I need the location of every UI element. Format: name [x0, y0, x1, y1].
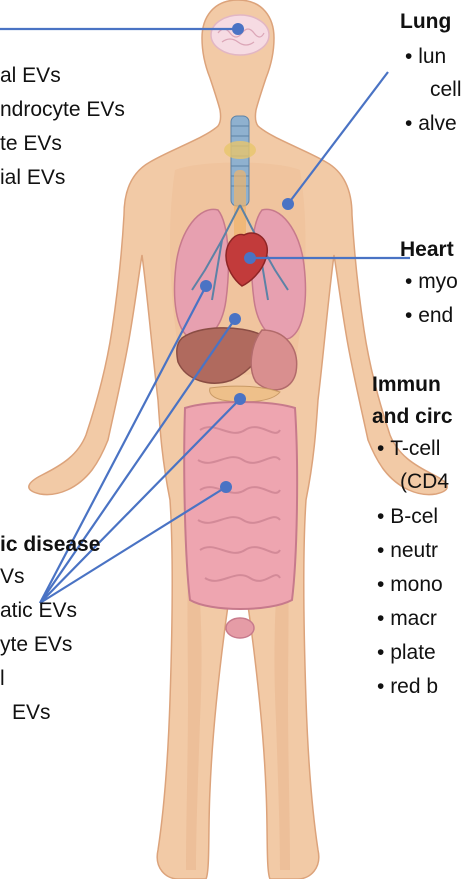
metabolic-line-3: yte EVs — [0, 633, 72, 657]
brain-ev-line-3: te EVs — [0, 132, 62, 156]
dot-heart — [244, 252, 256, 264]
metabolic-line-5: EVs — [12, 701, 51, 725]
immune-item-tcell-cont: (CD4 — [400, 470, 449, 494]
lung-heading: Lung — [400, 10, 451, 34]
metabolic-line-2: atic EVs — [0, 599, 77, 623]
heart-item-2: • end — [405, 304, 453, 328]
heart-heading: Heart — [400, 238, 454, 262]
immune-item-bcell: • B-cel — [377, 505, 438, 529]
lung-item-1-cont: cell — [430, 78, 462, 102]
dot-intestine — [234, 393, 246, 405]
dot-liver — [200, 280, 212, 292]
metabolic-line-4: l — [0, 667, 5, 691]
immune-item-platelet: • plate — [377, 641, 436, 665]
dot-thigh — [220, 481, 232, 493]
immune-item-tcell: • T-cell — [377, 437, 440, 461]
lung-item-2: • alve — [405, 112, 457, 136]
lung-item-1: • lun — [405, 45, 446, 69]
immune-item-macrophage: • macr — [377, 607, 437, 631]
brain-ev-line-2: ndrocyte EVs — [0, 98, 125, 122]
dot-pancreas — [229, 313, 241, 325]
heart-item-1: • myo — [405, 270, 458, 294]
immune-heading-1: Immun — [372, 373, 441, 397]
immune-heading-2: and circ — [372, 405, 453, 429]
immune-item-rbc: • red b — [377, 675, 438, 699]
immune-item-monocyte: • mono — [377, 573, 443, 597]
bladder — [226, 618, 254, 638]
thyroid — [224, 141, 256, 159]
dot-lung — [282, 198, 294, 210]
brain-ev-line-1: al EVs — [0, 64, 61, 88]
metabolic-line-1: Vs — [0, 565, 25, 589]
immune-item-neutrophil: • neutr — [377, 539, 438, 563]
metabolic-heading: ic disease — [0, 533, 100, 557]
dot-brain — [232, 23, 244, 35]
brain-ev-line-4: ial EVs — [0, 166, 65, 190]
